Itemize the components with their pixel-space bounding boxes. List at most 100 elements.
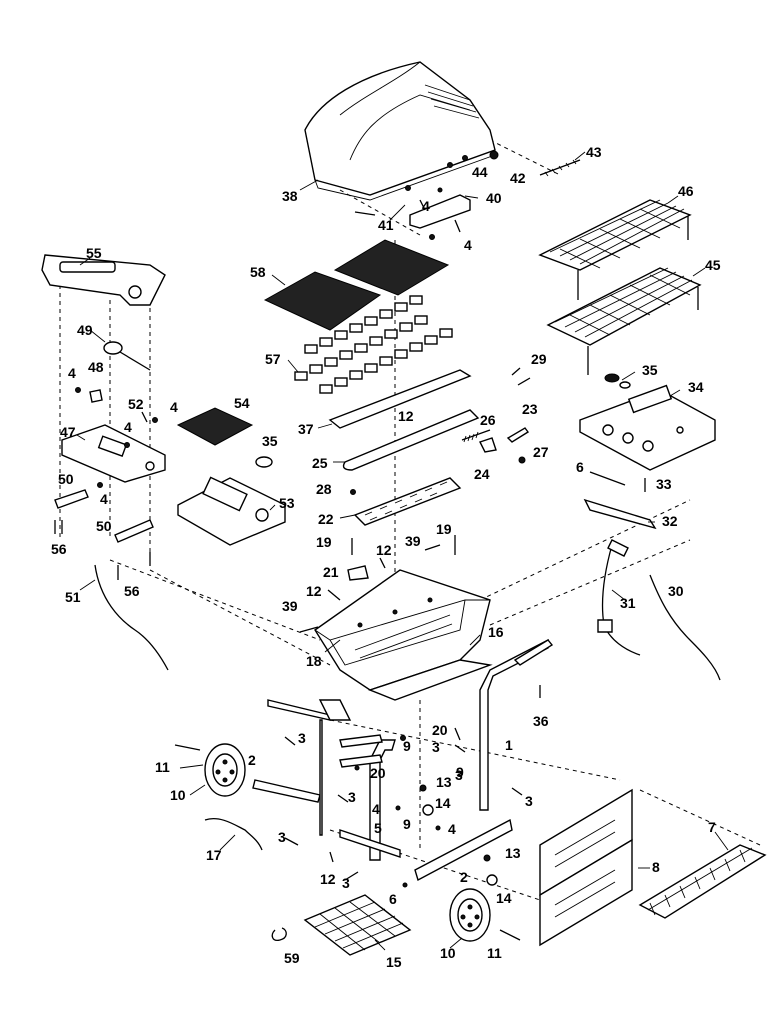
part-label: 49: [77, 322, 93, 338]
axle-11: [174, 744, 521, 941]
part-label: 21: [323, 564, 339, 580]
part-label: 43: [586, 144, 602, 160]
knob-part-42: [489, 150, 499, 160]
part-label: 3: [278, 829, 286, 845]
part-label: 2: [248, 752, 256, 768]
part-label: 35: [262, 433, 278, 449]
side-shelf-47: [61, 424, 166, 483]
part-label: 14: [496, 890, 512, 906]
lid-handle-part: [409, 194, 471, 229]
storage-basket-7: [638, 844, 767, 919]
part-label: 40: [486, 190, 502, 206]
part-label: 22: [318, 511, 334, 527]
part-label: 27: [533, 444, 549, 460]
part-label: 6: [576, 459, 584, 475]
part-label: 57: [265, 351, 281, 367]
part-label: 59: [284, 950, 300, 966]
part-label: 16: [488, 624, 504, 640]
part-label: 47: [60, 424, 76, 440]
burner-cap-35-left: [255, 456, 273, 468]
part-label: 25: [312, 455, 328, 471]
part-label: 4: [68, 365, 76, 381]
part-label: 39: [282, 598, 298, 614]
cart-hardware: [284, 685, 541, 888]
part-label: 17: [206, 847, 222, 863]
part-label: 10: [170, 787, 186, 803]
side-shelf-53: [177, 476, 286, 546]
part-label: 20: [432, 722, 448, 738]
rod-part-43: [539, 159, 581, 177]
part-label: 9: [403, 816, 411, 832]
part-label: 7: [708, 819, 716, 835]
heat-shield-37: [328, 369, 472, 429]
part-label: 37: [298, 421, 314, 437]
part-label: 19: [316, 534, 332, 550]
burner-cap-35-right: [604, 373, 620, 383]
side-burner-grate-54: [176, 407, 254, 446]
cooking-grid-45: [546, 267, 702, 375]
leader-lines: [76, 151, 729, 951]
part-label: 48: [88, 359, 104, 375]
part-label: 12: [376, 542, 392, 558]
part-label: 58: [250, 264, 266, 280]
part-label: 35: [642, 362, 658, 378]
firebox-hardware: [299, 535, 456, 633]
part-label: 4: [464, 237, 472, 253]
side-burner-32: [583, 498, 657, 530]
part-label: 29: [531, 351, 547, 367]
grease-tray-16: [367, 659, 493, 701]
side-shelf-34: [579, 384, 716, 471]
part-label: 56: [51, 541, 67, 557]
part-label: 36: [533, 713, 549, 729]
warming-rack-46: [538, 199, 692, 300]
part-label: 52: [128, 396, 144, 412]
wheel-10-left: [204, 743, 246, 797]
briquette-grate-58: [263, 239, 450, 331]
part-label: 12: [320, 871, 336, 887]
lid-part: [304, 61, 496, 201]
burner-25: [342, 409, 480, 471]
gas-hose-31: [597, 539, 641, 656]
part-label: 11: [487, 945, 502, 961]
part-label: 54: [234, 395, 250, 411]
valve-48: [89, 389, 103, 403]
part-label: 3: [342, 875, 350, 891]
part-label: 8: [652, 859, 660, 875]
part-label: 13: [505, 845, 521, 861]
flavor-bar-22: [353, 477, 462, 526]
part-label: 4: [170, 399, 178, 415]
part-label: 14: [435, 795, 451, 811]
alignment-lines: [59, 139, 761, 901]
part-label: 6: [389, 891, 397, 907]
part-label: 3: [455, 767, 463, 783]
part-label: 33: [656, 476, 672, 492]
part-label: 4: [372, 801, 380, 817]
part-label: 53: [279, 495, 295, 511]
part-label: 28: [316, 481, 332, 497]
part-label: 45: [705, 257, 721, 273]
part-label: 1: [505, 737, 513, 753]
part-label: 3: [432, 739, 440, 755]
lid-hardware: [354, 155, 468, 240]
regulator-cable-30: [649, 574, 721, 681]
part-label: 4: [100, 491, 108, 507]
part-label: 12: [398, 408, 414, 424]
part-label: 9: [456, 764, 464, 780]
part-label: 38: [282, 188, 298, 204]
part-label: 3: [348, 789, 356, 805]
part-label: 46: [678, 183, 694, 199]
briquettes-57: [294, 295, 453, 394]
part-label: 12: [306, 583, 322, 599]
part-label: 4: [422, 198, 430, 214]
part-label: 3: [298, 730, 306, 746]
part-label: 18: [306, 653, 322, 669]
part-label: 2: [460, 869, 468, 885]
part-label: 55: [86, 245, 102, 261]
burner-cap-35-small: [619, 381, 631, 389]
clip-59: [271, 927, 287, 941]
part-label: 9: [403, 738, 411, 754]
part-label: 5: [374, 820, 382, 836]
firebox-18: [314, 569, 491, 691]
part-label: 26: [480, 412, 496, 428]
